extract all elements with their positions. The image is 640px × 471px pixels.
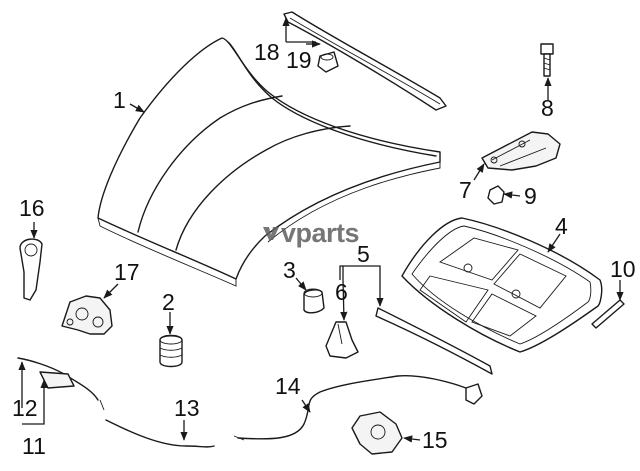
callout-18: 18 [254, 39, 280, 65]
callout-3: 3 [283, 257, 296, 283]
callout-numbers: 1 2 3 4 5 6 7 8 9 10 11 12 13 14 15 16 1… [12, 39, 636, 459]
hood-latch-15[interactable] [351, 411, 403, 455]
hood-seal-strip[interactable] [283, 11, 447, 111]
bumper-2[interactable] [159, 334, 183, 368]
watermark-text: vparts [281, 217, 360, 248]
callout-19: 19 [286, 47, 312, 73]
callout-1: 1 [113, 87, 126, 113]
callout-7: 7 [459, 177, 472, 203]
callout-2: 2 [162, 289, 175, 315]
callout-leaders [18, 17, 624, 443]
nut-9[interactable] [487, 185, 505, 205]
callout-8: 8 [541, 95, 554, 121]
cable-clip[interactable] [465, 383, 483, 405]
callout-13: 13 [174, 395, 200, 421]
watermark-logo: vparts [262, 217, 360, 248]
callout-15: 15 [422, 427, 448, 453]
hood-seal-5[interactable] [375, 307, 493, 375]
release-handle-16[interactable] [19, 238, 43, 301]
callout-11: 11 [22, 433, 46, 459]
callout-17: 17 [114, 259, 140, 285]
callout-6: 6 [335, 279, 348, 305]
hood-insulator[interactable] [401, 217, 603, 353]
callout-10: 10 [610, 256, 636, 282]
hood-panel[interactable] [97, 37, 441, 287]
callout-5: 5 [357, 241, 370, 267]
release-cable-11-12[interactable] [17, 357, 215, 448]
release-cable-14[interactable] [233, 374, 467, 441]
hood-bumper-19[interactable] [317, 51, 339, 73]
callout-12: 12 [12, 395, 38, 421]
hood-hinge-7[interactable] [481, 131, 561, 171]
striker-6[interactable] [325, 321, 359, 359]
callout-14: 14 [275, 373, 301, 399]
prop-rod-10[interactable] [591, 299, 625, 329]
hood-latch-17[interactable] [61, 295, 113, 335]
bolt-8[interactable] [540, 43, 554, 77]
vparts-logo-icon [263, 227, 279, 240]
bumper-stop-3[interactable] [303, 288, 325, 314]
callout-16: 16 [19, 195, 45, 221]
callout-4: 4 [555, 213, 568, 239]
callout-9: 9 [524, 183, 537, 209]
